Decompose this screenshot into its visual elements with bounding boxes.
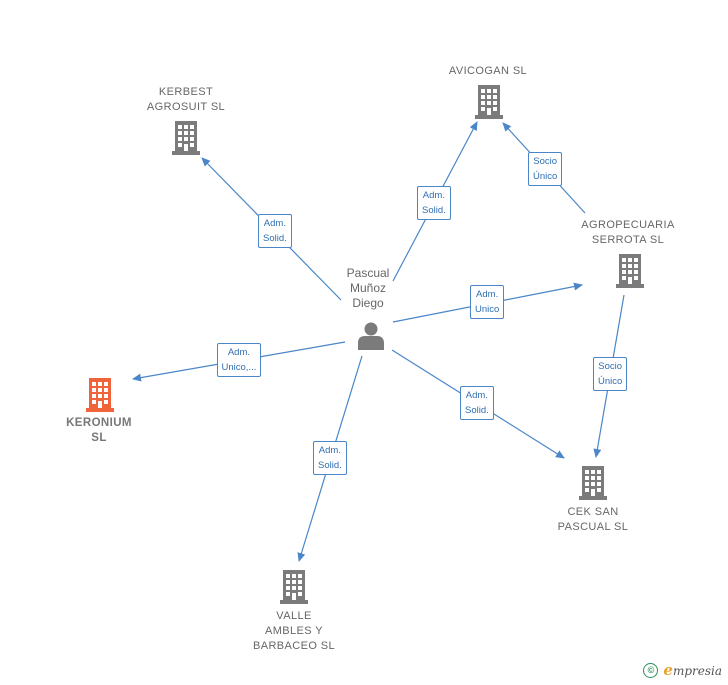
company-name-kerbest[interactable]: KERBEST AGROSUIT SL	[146, 86, 226, 113]
building-icon-avicogan[interactable]	[475, 85, 503, 119]
company-name-keronium[interactable]: KERONIUM SL	[66, 417, 132, 444]
person-icon[interactable]	[358, 322, 384, 351]
building-icon-kerbest[interactable]	[172, 121, 200, 155]
company-name-agropecuaria[interactable]: AGROPECUARIA SERROTA SL	[581, 219, 675, 246]
copyright-icon: ©	[643, 662, 659, 678]
brand-logo: empresia	[663, 661, 722, 679]
edge-label-person-to-keronium: Adm. Unico,...	[216, 343, 262, 377]
company-name-avicogan[interactable]: AVICOGAN SL	[448, 65, 528, 77]
person-name[interactable]: Pascual Muñoz Diego	[346, 266, 390, 310]
building-icon-valle[interactable]	[280, 570, 308, 604]
footer-brand: © empresia	[643, 661, 722, 679]
edge-label-person-to-kerbest: Adm. Solid.	[258, 214, 292, 248]
building-icon-cek[interactable]	[579, 466, 607, 500]
company-name-valle[interactable]: VALLE AMBLES Y BARBACEO SL	[252, 610, 336, 652]
building-icon-agropecuaria[interactable]	[616, 254, 644, 288]
company-name-cek[interactable]: CEK SAN PASCUAL SL	[557, 506, 629, 533]
edge-label-agropecuaria-to-cek: Socio Único	[593, 357, 628, 391]
edge-label-person-to-valle: Adm. Solid.	[313, 441, 347, 475]
edge-label-agropecuaria-to-avicogan: Socio Único	[528, 152, 563, 186]
edge-label-person-to-cek: Adm. Solid.	[460, 386, 494, 420]
edge-label-person-to-avicogan: Adm. Solid.	[417, 186, 451, 220]
edge-label-person-to-agropecuaria: Adm. Unico	[470, 285, 505, 319]
building-icon-keronium[interactable]	[86, 378, 114, 412]
